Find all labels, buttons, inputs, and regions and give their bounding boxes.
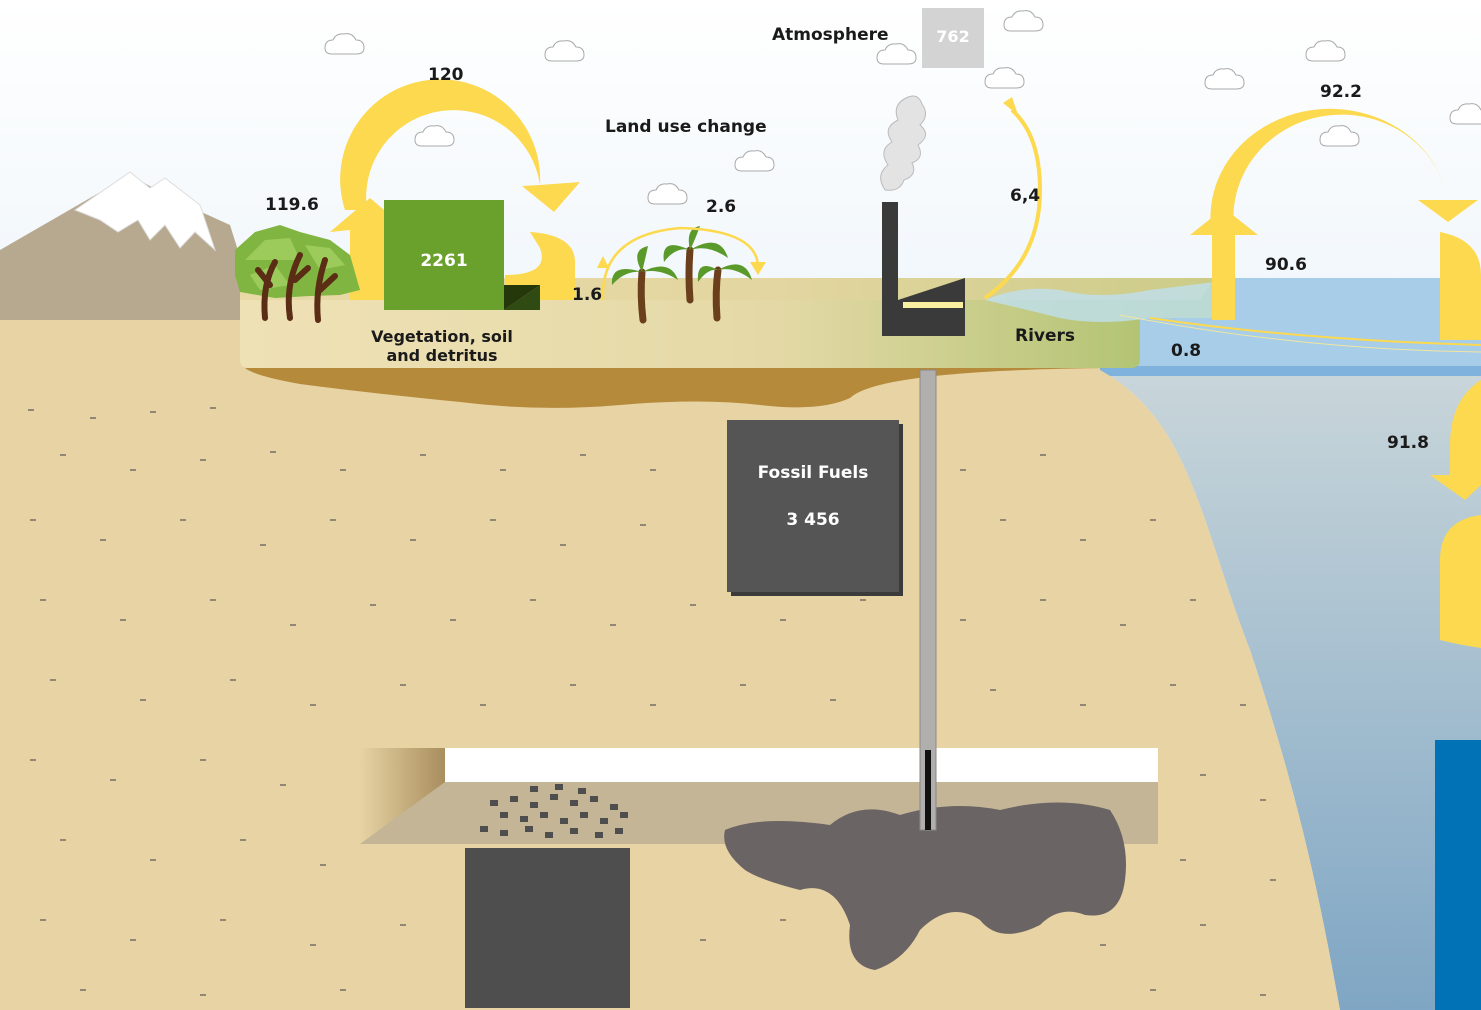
drill-bit: [925, 750, 931, 830]
land-respiration-flux: 119.6: [265, 195, 319, 215]
ocean-return-arrow: [1440, 515, 1481, 648]
soil-speckles: [28, 407, 1276, 996]
ocean-uptake-arrow: [1440, 232, 1481, 340]
river-channel: [985, 282, 1215, 322]
ocean-layer-line: [1100, 366, 1481, 376]
vegetation-label-line2: and detritus: [386, 346, 498, 365]
land-use-change-emission: 2.6: [706, 197, 737, 217]
rivers-flux: 0.8: [1171, 341, 1202, 361]
rivers-label: Rivers: [1015, 326, 1076, 346]
palm-trees-icon: [611, 226, 752, 324]
land-uptake-arrow: [505, 232, 575, 300]
mine-tunnel-entrance: [360, 748, 445, 844]
fossil-fuels-box: [727, 420, 899, 592]
ocean-deep-water: [1100, 370, 1481, 1010]
mine-tunnel-ceiling: [445, 748, 1158, 782]
soil-lens: [245, 368, 1110, 408]
land-use-change-uptake: 1.6: [572, 285, 603, 305]
coal-deposit: [465, 848, 630, 1008]
ocean-uptake-flux: 92.2: [1320, 82, 1362, 102]
atmosphere-store-box: [922, 8, 984, 68]
fossil-emission-flux: 6,4: [1010, 186, 1041, 206]
land-use-change-label: Land use change: [605, 117, 767, 137]
fossil-fuels-label: Fossil Fuels: [757, 463, 869, 483]
ocean-release-flux: 90.6: [1265, 255, 1307, 275]
factory-icon: [882, 202, 965, 336]
vegetation-value: 2261: [420, 251, 468, 271]
deep-ocean-store: [1435, 740, 1481, 1010]
ocean-release-arrow: [1190, 208, 1258, 320]
river-flux-arrow: [1149, 317, 1481, 346]
land-photosynthesis-flux: 120: [428, 65, 464, 85]
fossil-fuels-value: 3 456: [786, 510, 840, 530]
vegetation-box: [384, 200, 504, 310]
smoke-plume: [880, 95, 926, 191]
atmosphere-value: 762: [936, 27, 970, 46]
ocean-downward-arrow: [1430, 380, 1481, 500]
mountain-snowcap-icon: [73, 171, 217, 252]
atmosphere-label: Atmosphere: [772, 25, 889, 45]
fossil-emission-arrow: [983, 108, 1043, 300]
forest-icon: [235, 225, 360, 323]
oil-reservoir: [724, 802, 1126, 970]
coal-scatter: [480, 784, 628, 838]
land-flux-cycle-arrow: [340, 79, 580, 212]
ocean-downward-flux: 91.8: [1387, 433, 1429, 453]
soil-ground: [0, 318, 1340, 1010]
vegetation-label-line1: Vegetation, soil: [371, 327, 513, 346]
